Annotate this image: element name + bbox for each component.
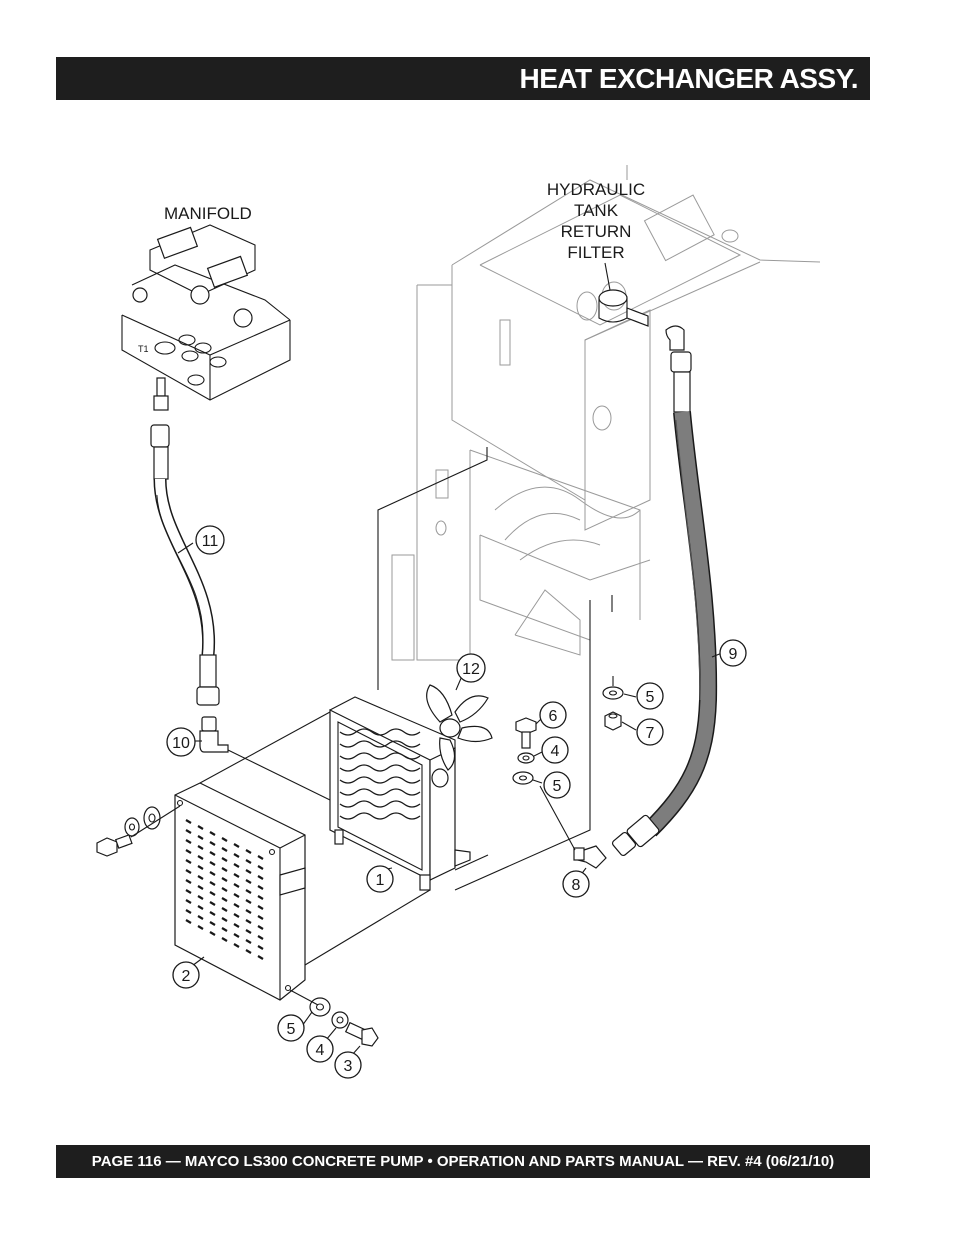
assembly-lines (199, 711, 576, 966)
svg-text:10: 10 (172, 735, 190, 752)
fan-blade (426, 675, 493, 771)
pump-frame (391, 165, 821, 661)
filter-label-2: TANK (574, 201, 619, 220)
callout-3: 3 (334, 1051, 362, 1079)
svg-text:5: 5 (287, 1021, 296, 1038)
callout-1: 1 (366, 865, 394, 893)
header-bar: HEAT EXCHANGER ASSY. (56, 57, 870, 100)
filter-leader (604, 262, 611, 291)
callout-4-bottom: 4 (306, 1035, 334, 1063)
callout-8: 8 (562, 870, 590, 898)
mounting-bracket (377, 447, 613, 891)
manifold-label: MANIFOLD (164, 204, 252, 223)
svg-text:1: 1 (376, 872, 385, 889)
svg-text:9: 9 (729, 646, 738, 663)
port-label: T1 (138, 344, 149, 354)
elbow-fitting-10 (194, 716, 229, 753)
filter-label-3: RETURN (561, 222, 632, 241)
heat-exchanger-core (329, 696, 471, 891)
callout-5-right: 5 (636, 682, 664, 710)
return-filter (598, 289, 649, 327)
callout-12: 12 (456, 653, 486, 683)
callout-10: 10 (166, 727, 196, 757)
right-nut-hardware (602, 676, 637, 731)
footer-text: PAGE 116 — MAYCO LS300 CONCRETE PUMP • O… (91, 1153, 835, 1170)
svg-text:2: 2 (182, 968, 191, 985)
footer-bar: PAGE 116 — MAYCO LS300 CONCRETE PUMP • O… (56, 1145, 870, 1178)
callout-6: 6 (539, 701, 567, 729)
svg-text:7: 7 (646, 725, 655, 742)
left-bolt-hardware (96, 805, 181, 857)
center-bolt-hardware (512, 717, 543, 785)
callout-2: 2 (172, 961, 200, 989)
filter-label-1: HYDRAULIC (547, 180, 645, 199)
callout-5-center: 5 (543, 771, 571, 799)
manifold: T1 (121, 224, 291, 411)
callout-11: 11 (195, 525, 225, 555)
svg-text:3: 3 (344, 1058, 353, 1075)
hose-9 (611, 325, 723, 857)
svg-text:12: 12 (462, 661, 480, 678)
page-title: HEAT EXCHANGER ASSY. (519, 63, 859, 94)
svg-text:4: 4 (316, 1042, 325, 1059)
callout-4-center: 4 (541, 736, 569, 764)
fan-shroud-cover (174, 782, 306, 1001)
callout-9: 9 (719, 639, 747, 667)
svg-text:5: 5 (646, 689, 655, 706)
cover-vent-slots (185, 819, 264, 960)
filter-label-4: FILTER (567, 243, 624, 262)
svg-text:4: 4 (551, 743, 560, 760)
svg-text:6: 6 (549, 708, 558, 725)
callout-5-bottom: 5 (277, 1014, 305, 1042)
bottom-bolt-hardware (289, 989, 379, 1056)
svg-text:11: 11 (202, 533, 219, 550)
svg-text:8: 8 (572, 877, 581, 894)
hose-11 (150, 424, 220, 706)
svg-text:5: 5 (553, 778, 562, 795)
callout-7: 7 (636, 718, 664, 746)
